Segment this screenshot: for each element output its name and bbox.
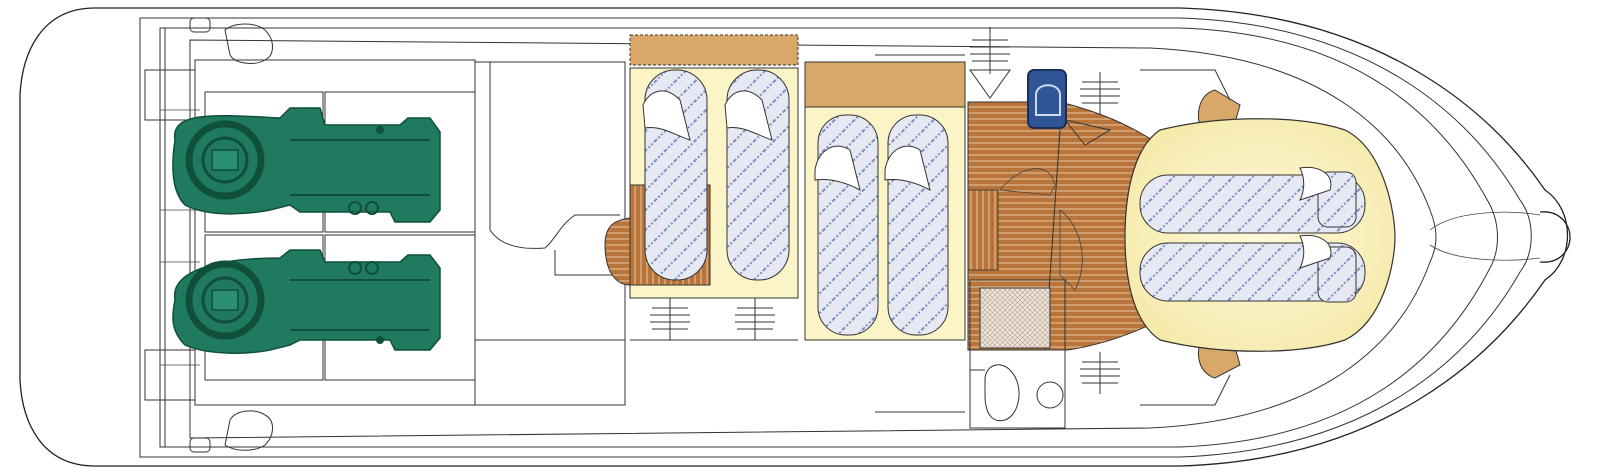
aft-lobby <box>475 61 626 406</box>
head-compartment <box>969 279 1066 429</box>
forward-cabin-v-berth <box>1124 69 1396 406</box>
mid-cabin-twin-berths <box>804 54 966 413</box>
hull <box>19 7 1571 467</box>
hanging-lockers <box>650 27 1120 394</box>
aft-cabin-double-berth <box>604 34 799 341</box>
engine-port <box>172 107 441 223</box>
engine-starboard <box>172 249 441 354</box>
nav-seat <box>1027 69 1067 129</box>
